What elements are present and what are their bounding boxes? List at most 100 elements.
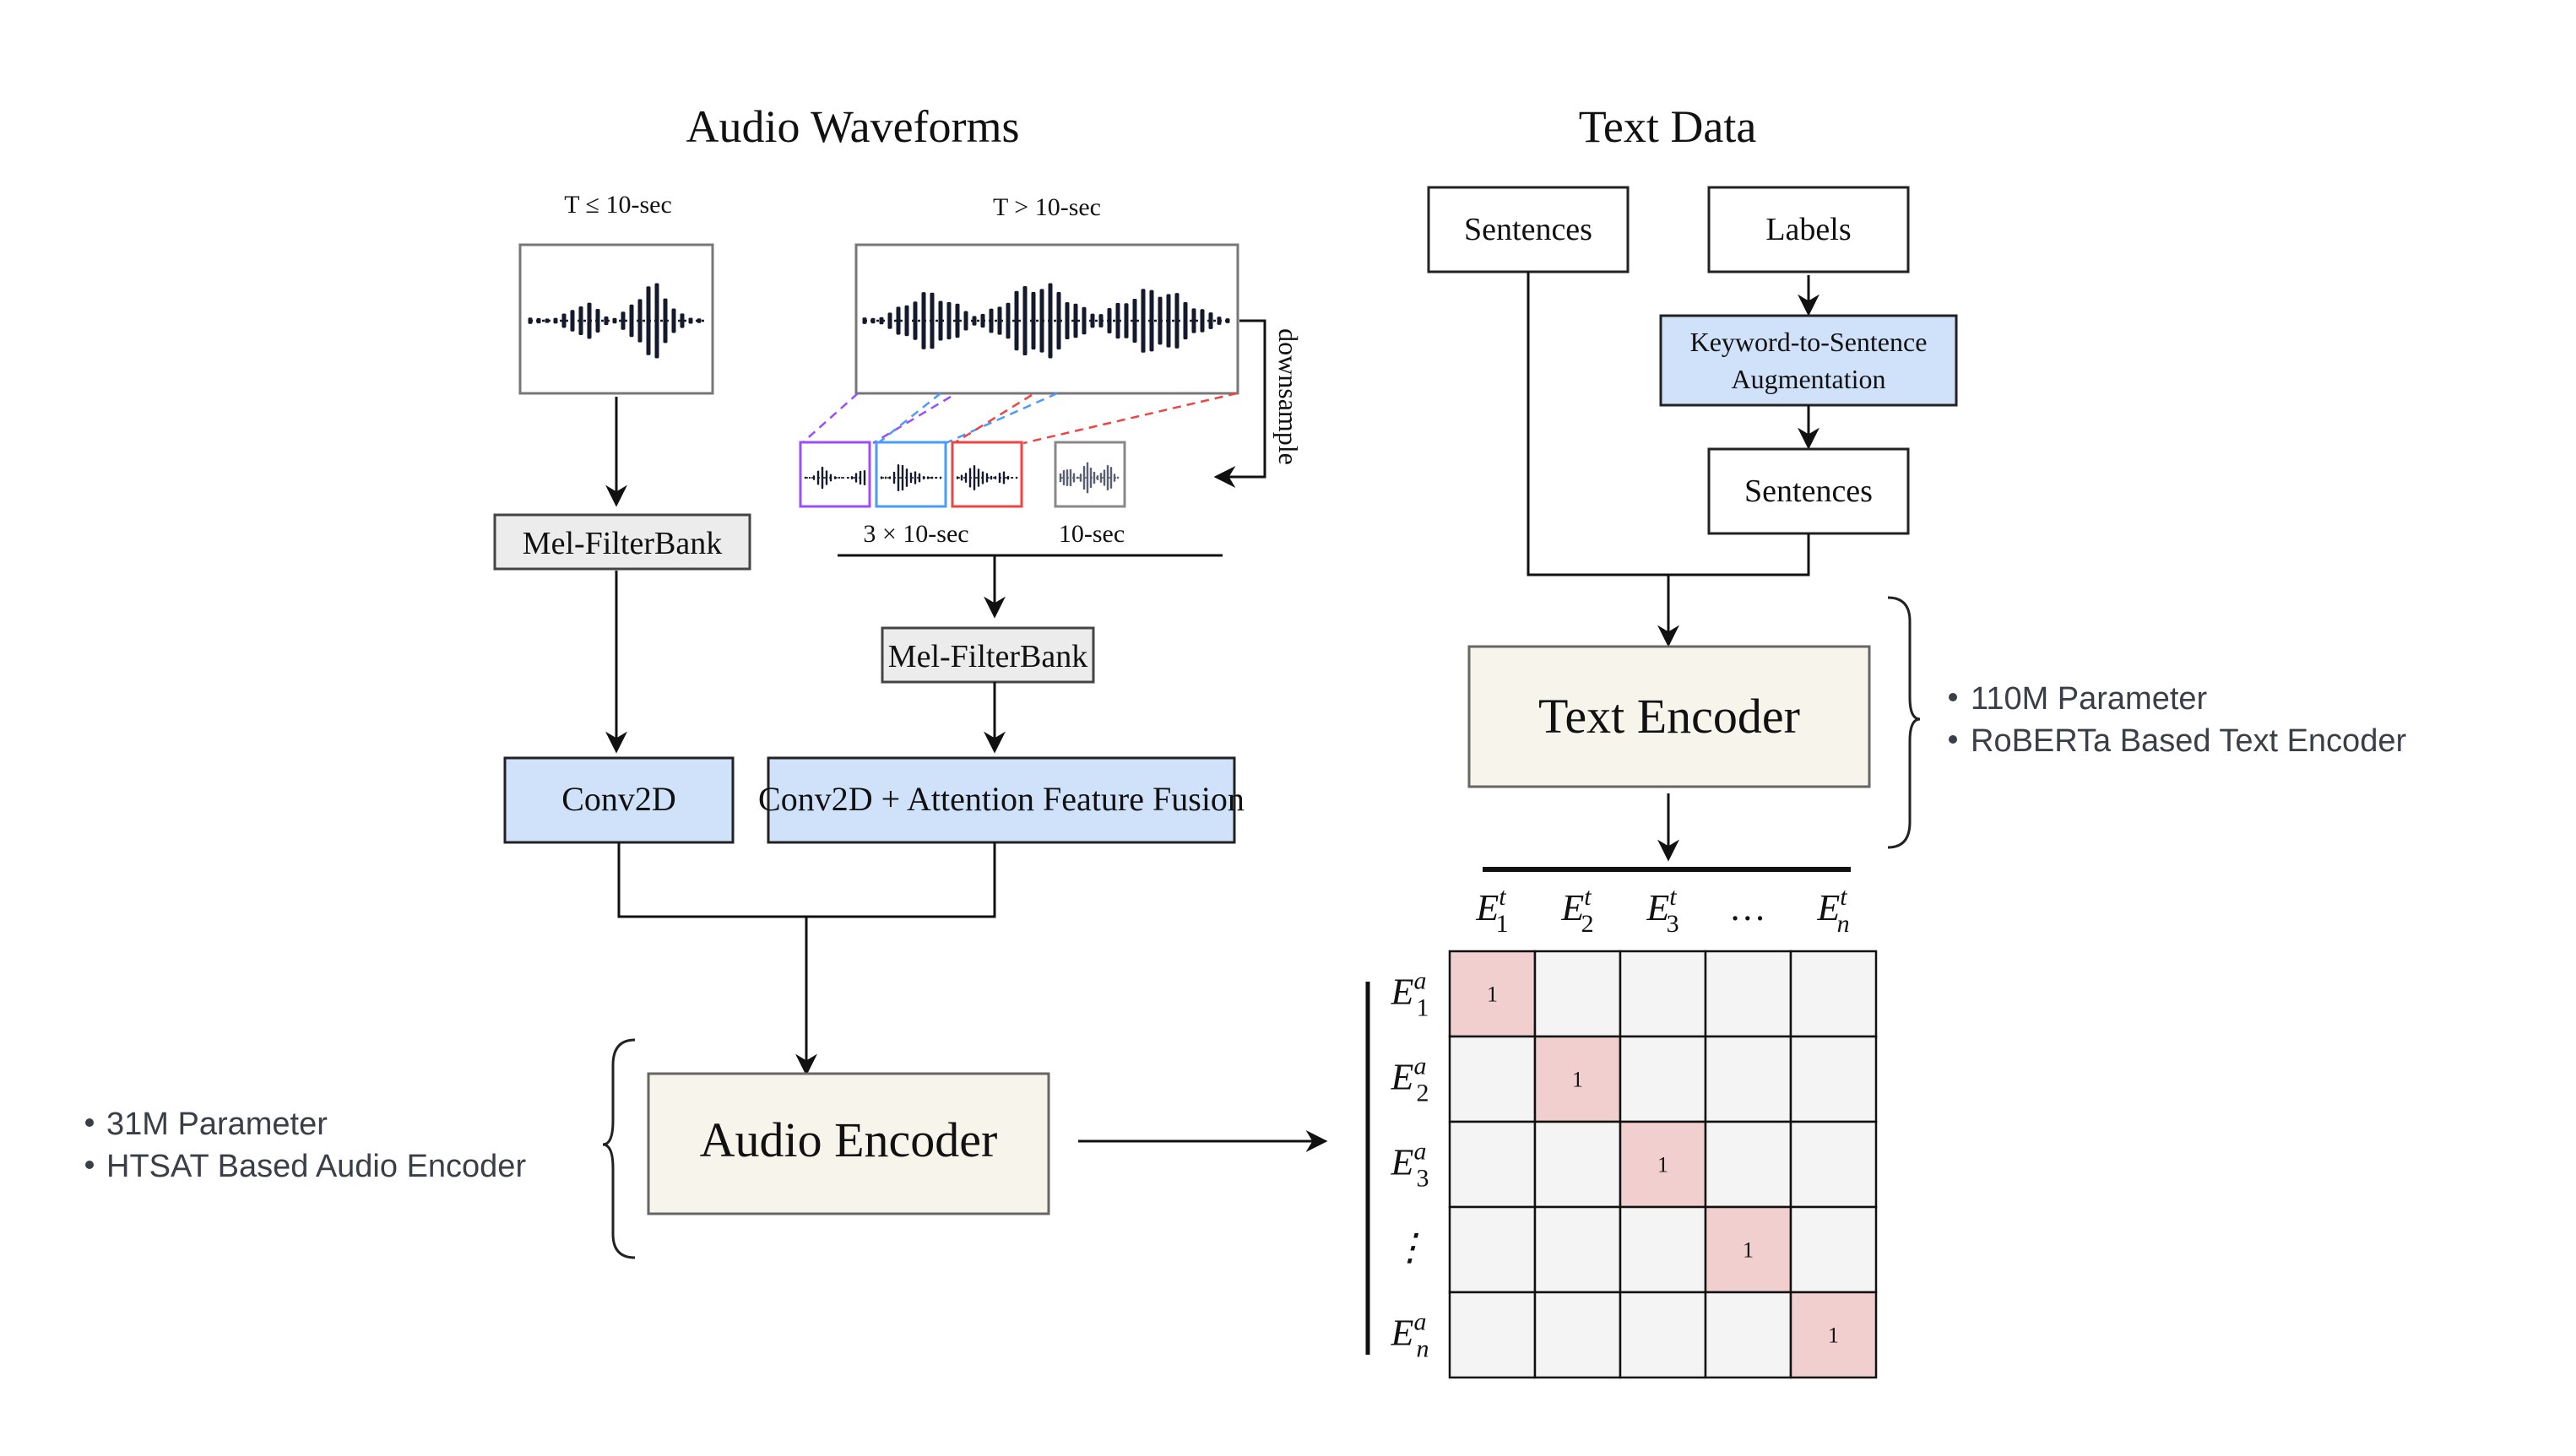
- waveform-bar: [901, 464, 904, 491]
- waveform-bar: [561, 313, 567, 328]
- waveform-bar: [1015, 476, 1018, 479]
- waveform-bar: [1079, 474, 1082, 482]
- waveform-bar: [909, 472, 913, 484]
- matrix-cell: [1619, 1035, 1707, 1123]
- waveform-bar: [935, 476, 938, 479]
- waveform-bar: [1086, 462, 1089, 494]
- matrix-cell-value: 1: [1743, 1238, 1754, 1263]
- conv2d-fusion-label: Conv2D + Attention Feature Fusion: [758, 780, 1245, 818]
- conv2d-fusion-box: [767, 756, 1236, 844]
- waveform-bar: [1166, 294, 1171, 348]
- waveform-bar: [1132, 298, 1137, 344]
- waveform-bar: [587, 302, 592, 339]
- downsample-arrow: [1213, 319, 1266, 488]
- waveform-bar: [879, 317, 884, 325]
- waveform-bar: [946, 301, 952, 340]
- waveform-bar: [926, 476, 930, 479]
- waveform-bar: [604, 316, 609, 326]
- waveform-bar: [1056, 291, 1061, 350]
- long-audio-condition: T > 10-sec: [993, 193, 1101, 221]
- waveform-bar: [1039, 289, 1044, 353]
- waveform-bar: [829, 474, 832, 482]
- waveform-bar: [955, 303, 960, 338]
- short-audio-condition: T ≤ 10-sec: [564, 191, 672, 219]
- waveform-bar: [1208, 312, 1213, 329]
- matrix-cell: [1619, 1205, 1707, 1294]
- waveform-bar: [1090, 313, 1095, 328]
- waveform-bar: [629, 304, 634, 338]
- audio-note-type: HTSAT Based Audio Encoder: [106, 1149, 526, 1184]
- waveform-bar: [887, 312, 892, 329]
- waveform-bar: [688, 317, 693, 324]
- matrix-cell: [1619, 1291, 1707, 1379]
- matrix-row-header: ⋮: [1391, 1227, 1429, 1269]
- waveform-bar: [850, 476, 854, 479]
- waveform-bar: [1082, 465, 1086, 490]
- waveform-bar: [1093, 471, 1096, 484]
- chunk-3-waveform-icon: [956, 465, 1018, 490]
- waveform-bar: [1149, 290, 1154, 352]
- waveform-bar: [862, 317, 867, 324]
- waveform-bar: [918, 473, 921, 483]
- waveform-bar: [859, 470, 862, 485]
- matrix-cell: [1789, 1120, 1878, 1209]
- waveform-bar: [904, 305, 909, 337]
- matrix-cell: [1533, 950, 1622, 1038]
- waveform-bar: [816, 470, 820, 485]
- waveform-bar: [930, 476, 934, 479]
- matrix-cell-diagonal: [1448, 950, 1537, 1038]
- waveform-bar: [612, 317, 617, 324]
- downsample-label: downsample: [1273, 328, 1304, 465]
- waveform-bar: [1066, 469, 1069, 486]
- conv2d-left-label: Conv2D: [561, 780, 676, 818]
- waveform-bar: [989, 308, 994, 333]
- waveform-bar: [980, 313, 985, 328]
- waveform-bar: [646, 286, 651, 355]
- matrix-cell: [1533, 1205, 1622, 1294]
- waveform-bar: [1031, 291, 1036, 350]
- waveform-bar: [1014, 290, 1019, 351]
- mel-filterbank-left-label: Mel-FilterBank: [523, 526, 722, 561]
- matrix-cell-value: 1: [1487, 982, 1498, 1007]
- matrix-cell-value: 1: [1572, 1068, 1583, 1092]
- audio-encoder-brace: [602, 1038, 636, 1259]
- waveform-bar: [973, 465, 976, 490]
- matrix-cell: [1704, 1291, 1792, 1379]
- long-waveform-box: [854, 243, 1239, 395]
- audio-encoder-label: Audio Encoder: [700, 1112, 998, 1167]
- labels-label: Labels: [1765, 212, 1851, 247]
- short-waveform-icon: [528, 283, 704, 359]
- waveform-bar: [897, 464, 900, 491]
- waveform-bar: [1002, 471, 1006, 484]
- matrix-cell: [1789, 950, 1878, 1038]
- waveform-bar: [812, 475, 816, 480]
- waveform-bar: [964, 473, 968, 483]
- matrix-cell: [1448, 1291, 1537, 1379]
- waveform-bar: [930, 292, 935, 349]
- bullet-icon: [85, 1118, 94, 1127]
- augmentation-box: [1659, 314, 1958, 407]
- text-note-params: 110M Parameter: [1971, 681, 2208, 717]
- labels-box: [1707, 186, 1910, 273]
- waveform-bar: [972, 316, 977, 326]
- waveform-bar: [960, 474, 963, 481]
- waveform-bar: [1124, 303, 1129, 338]
- waveform-bar: [1096, 475, 1099, 480]
- waveform-bar: [654, 283, 659, 359]
- waveform-bar: [528, 317, 533, 324]
- waveform-bar: [1107, 307, 1112, 334]
- matrix-cell: [1533, 1120, 1622, 1209]
- waveform-bar: [892, 471, 896, 484]
- matrix-cell: [1704, 950, 1792, 1038]
- sentences-label: Sentences: [1464, 212, 1592, 247]
- chunk-projection-lines: [801, 392, 1238, 445]
- matrix-cell: [1448, 1205, 1537, 1294]
- augmentation-label-line1: Keyword-to-Sentence: [1690, 327, 1928, 357]
- waveform-bar: [998, 472, 1001, 484]
